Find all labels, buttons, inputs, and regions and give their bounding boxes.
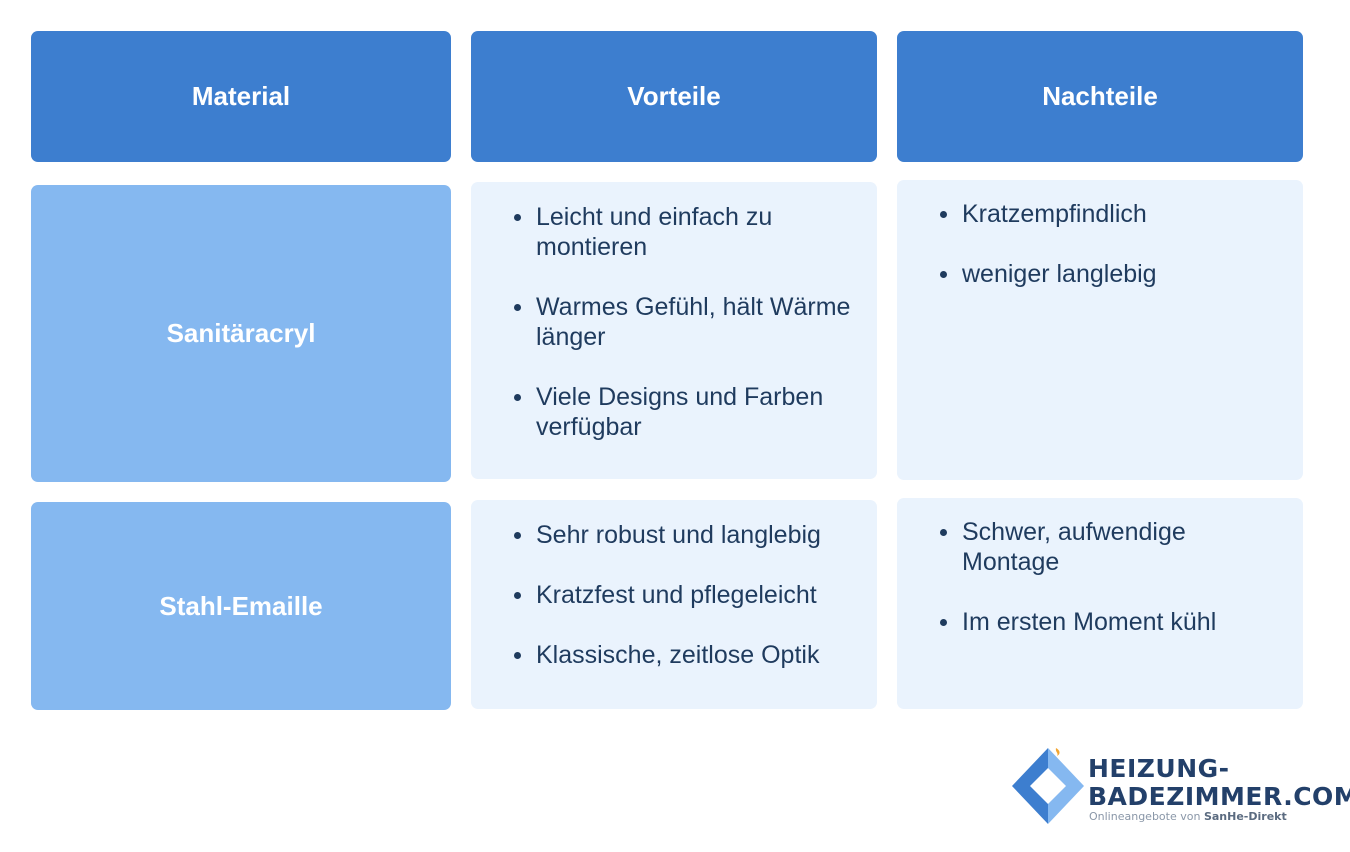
- list-item: Kratzfest und pflegeleicht: [514, 580, 857, 610]
- vorteile-cell-row-2: Sehr robust und langlebig Kratzfest und …: [471, 500, 877, 709]
- logo-subtitle: Onlineangebote von SanHe-Direkt: [1089, 810, 1287, 823]
- list-item: Im ersten Moment kühl: [940, 607, 1283, 637]
- nachteile-list: Schwer, aufwendige Montage Im ersten Mom…: [940, 517, 1283, 637]
- diamond-logo-icon: [1012, 748, 1084, 824]
- logo-text-line-1: HEIZUNG-: [1088, 754, 1230, 783]
- material-cell-stahl-emaille: Stahl-Emaille: [31, 502, 451, 710]
- list-item: Schwer, aufwendige Montage: [940, 517, 1283, 577]
- nachteile-cell-row-2: Schwer, aufwendige Montage Im ersten Mom…: [897, 498, 1303, 709]
- logo-subtitle-prefix: Onlineangebote von: [1089, 810, 1204, 823]
- vorteile-list: Sehr robust und langlebig Kratzfest und …: [514, 520, 857, 670]
- logo-subtitle-brand: SanHe-Direkt: [1203, 810, 1287, 823]
- logo-text-line-2: BADEZIMMER.COM: [1088, 782, 1350, 811]
- header-material: Material: [31, 31, 451, 162]
- list-item: Klassische, zeitlose Optik: [514, 640, 857, 670]
- list-item: Kratzempfindlich: [940, 199, 1283, 229]
- header-vorteile: Vorteile: [471, 31, 877, 162]
- nachteile-cell-row-1: Kratzempfindlich weniger langlebig: [897, 180, 1303, 480]
- material-label: Stahl-Emaille: [159, 590, 323, 621]
- nachteile-list: Kratzempfindlich weniger langlebig: [940, 199, 1283, 289]
- header-nachteile-label: Nachteile: [1042, 81, 1158, 111]
- material-cell-sanitaeracryl: Sanitäracryl: [31, 185, 451, 482]
- vorteile-list: Leicht und einfach zu montieren Warmes G…: [514, 202, 857, 442]
- list-item: Sehr robust und langlebig: [514, 520, 857, 550]
- list-item: weniger langlebig: [940, 259, 1283, 289]
- vorteile-cell-row-1: Leicht und einfach zu montieren Warmes G…: [471, 182, 877, 479]
- list-item: Leicht und einfach zu montieren: [514, 202, 857, 262]
- header-material-label: Material: [191, 81, 291, 111]
- list-item: Viele Designs und Farben verfügbar: [514, 382, 857, 442]
- brand-logo: HEIZUNG- BADEZIMMER.COM Onlineangebote v…: [1012, 744, 1350, 828]
- material-label: Sanitäracryl: [166, 318, 316, 348]
- list-item: Warmes Gefühl, hält Wärme länger: [514, 292, 857, 352]
- header-vorteile-label: Vorteile: [627, 81, 721, 111]
- header-nachteile: Nachteile: [897, 31, 1303, 162]
